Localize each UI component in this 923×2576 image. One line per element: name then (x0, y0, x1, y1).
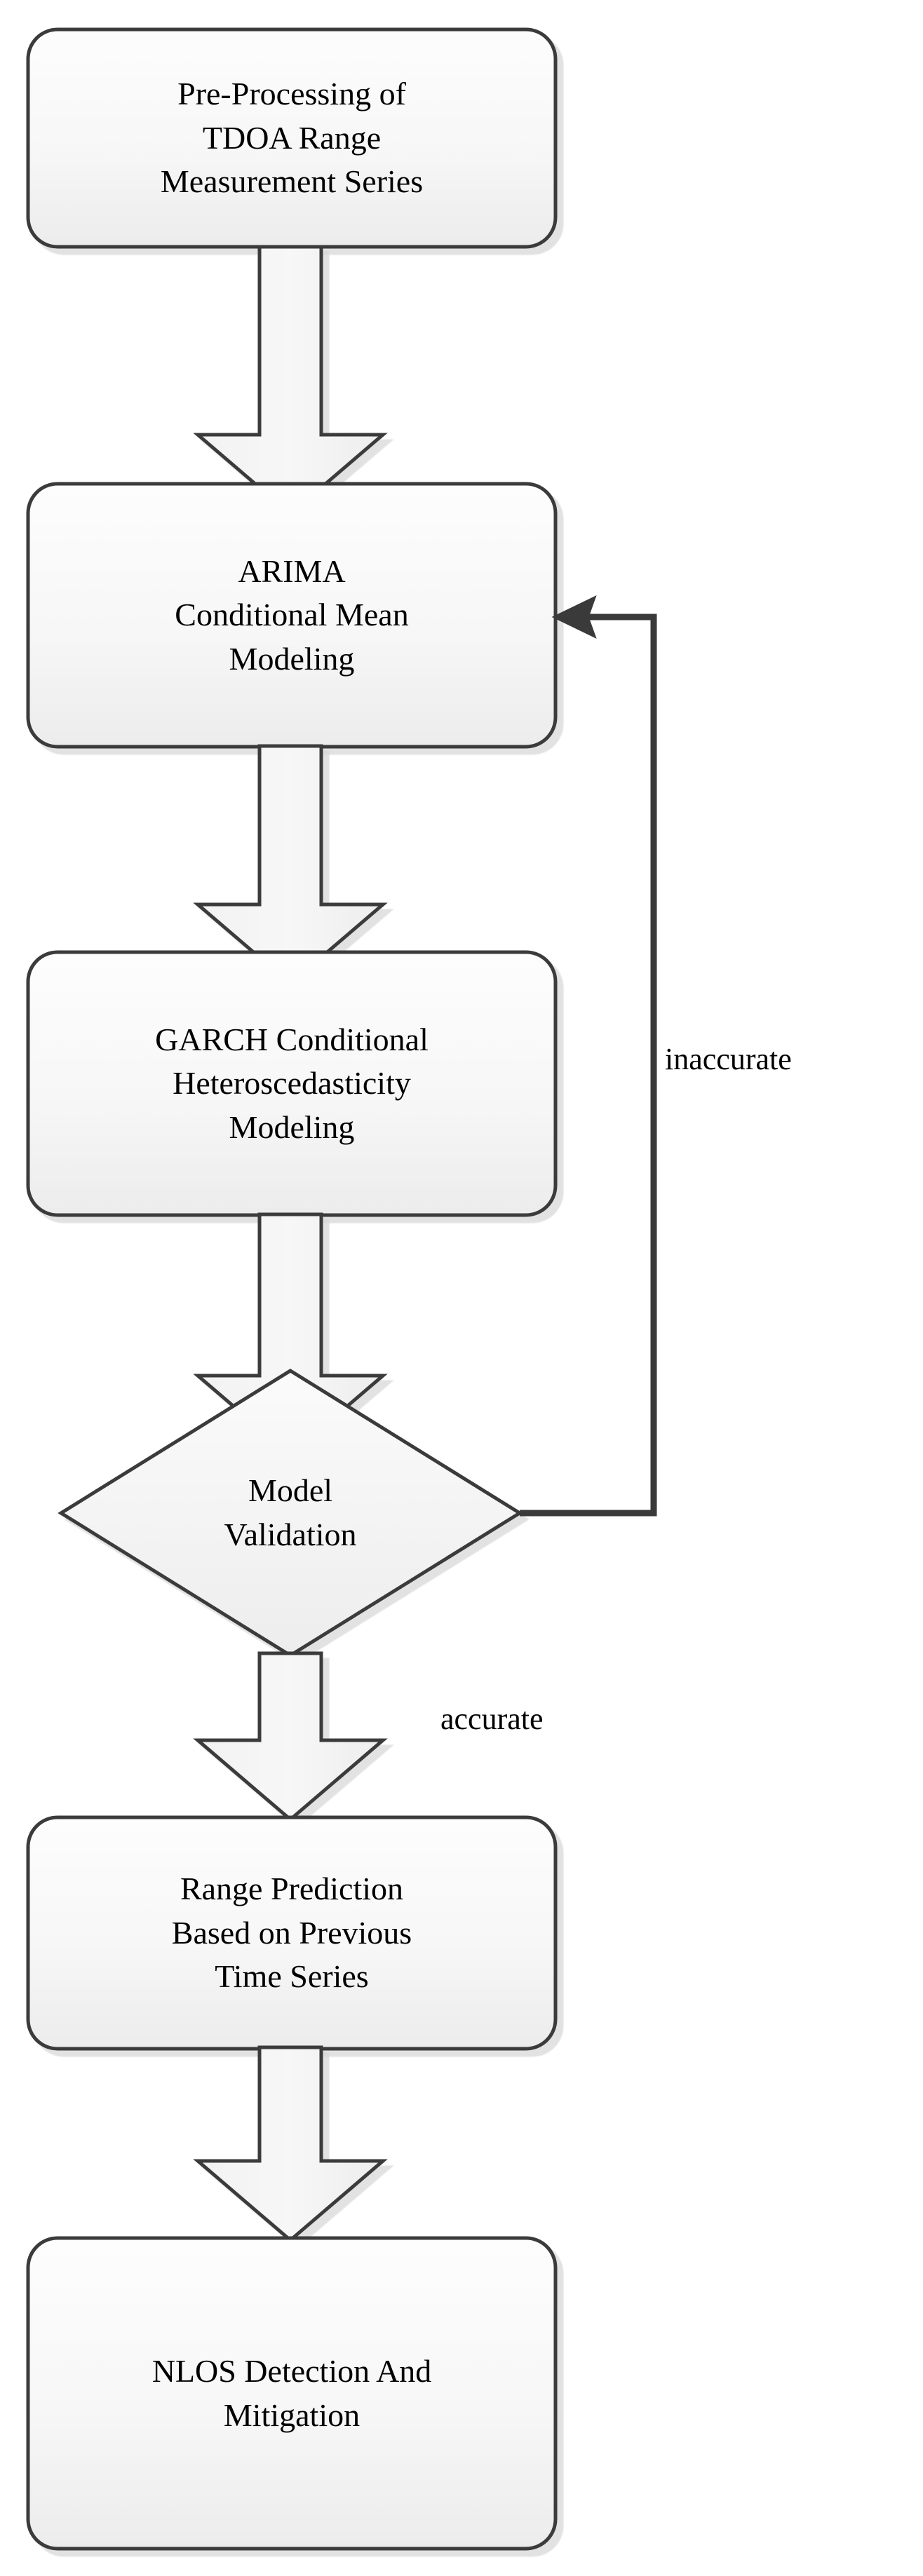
arrow-validation-to-range-prediction (193, 1651, 388, 1822)
feedback-connector-inaccurate (520, 614, 657, 1517)
edge-label-inaccurate: inaccurate (665, 1042, 792, 1076)
node-shape-garch[interactable] (26, 950, 558, 1217)
edge-label-accurate: accurate (440, 1702, 544, 1736)
arrow-pre-processing-to-arima (193, 245, 388, 517)
arrow-range-prediction-to-nlos (193, 2045, 388, 2243)
node-shape-range-prediction[interactable] (26, 1815, 558, 2051)
node-shape-nlos[interactable] (26, 2236, 558, 2551)
feedback-arrowhead-icon (551, 595, 597, 639)
node-shape-model-validation[interactable] (58, 1369, 523, 1658)
arrow-arima-to-garch (193, 744, 388, 987)
node-shape-pre-processing[interactable] (26, 27, 558, 249)
node-shape-arima[interactable] (26, 482, 558, 749)
